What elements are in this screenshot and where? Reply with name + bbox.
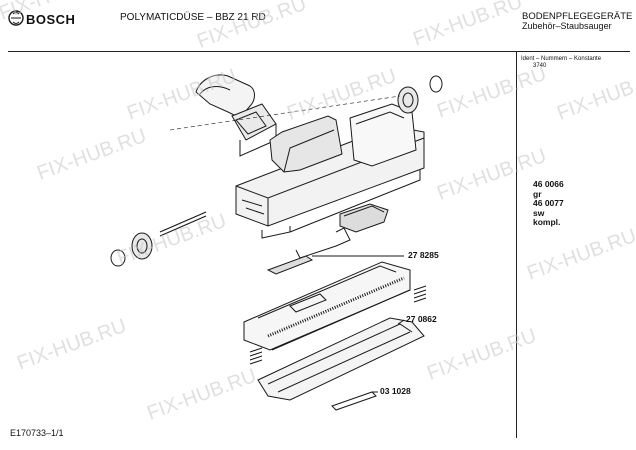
part-number-label: 03 1028 bbox=[380, 386, 411, 396]
sole-plate bbox=[243, 261, 411, 351]
watermark-text: FIX-HUB.RU bbox=[34, 125, 149, 185]
wheel-left bbox=[110, 232, 153, 267]
watermark-text: FIX-HUB.RU bbox=[144, 365, 259, 425]
watermark-text: FIX-HUB.RU bbox=[434, 63, 549, 123]
connector-tube bbox=[195, 74, 277, 157]
lever-part bbox=[266, 255, 394, 275]
wheel-right bbox=[397, 75, 443, 114]
ident-value: 3740 bbox=[533, 63, 547, 69]
watermark-text: FIX-HUB.RU bbox=[524, 225, 636, 285]
bosch-logo-icon bbox=[8, 10, 24, 26]
sidebar-entry: 46 0077 bbox=[533, 198, 564, 208]
ident-label: Ident – Nummern – Konstante bbox=[521, 56, 602, 62]
pedal-part bbox=[295, 203, 389, 259]
watermark-text: FIX-HUB.RU bbox=[14, 315, 129, 375]
strip-part bbox=[331, 391, 377, 411]
header-divider bbox=[8, 51, 630, 52]
category-line-1: BODENPFLEGEGERÄTE bbox=[522, 11, 633, 22]
part-number-label: 27 8285 bbox=[408, 250, 439, 260]
watermark-text: FIX-HUB.RU bbox=[434, 145, 549, 205]
model-title: POLYMATICDÜSE – BBZ 21 RD bbox=[120, 12, 266, 23]
sidebar-entry: sw bbox=[533, 207, 545, 218]
watermark-text: FIX-HUB.RU bbox=[554, 65, 636, 125]
sidebar-part-list: 46 0066 gr 46 0077 sw kompl. bbox=[533, 179, 564, 228]
watermark-text: FIX-HUB.RU bbox=[194, 0, 309, 53]
part-number-label: 27 0862 bbox=[406, 314, 437, 324]
bottom-plate bbox=[257, 317, 425, 401]
watermark-text: FIX-HUB.RU bbox=[114, 210, 229, 270]
axle-rod bbox=[159, 211, 207, 237]
sidebar-entry: 46 0066 bbox=[533, 179, 564, 189]
watermark-text: FIX-HUB.RU bbox=[410, 0, 525, 51]
brand-logo-text: BOSCH bbox=[26, 12, 76, 27]
nozzle-body bbox=[235, 103, 425, 239]
spring-parts bbox=[249, 285, 427, 365]
document-id: E170733–1/1 bbox=[10, 428, 64, 438]
sidebar-divider bbox=[516, 52, 517, 438]
watermark-text: FIX-HUB.RU bbox=[0, 0, 111, 25]
leader-lines bbox=[169, 95, 405, 393]
sidebar-entry: gr bbox=[533, 188, 542, 199]
watermark-text: FIX-HUB.RU bbox=[424, 325, 539, 385]
category-line-2: Zubehör–Staubsauger bbox=[522, 21, 612, 31]
sidebar-entry: kompl. bbox=[533, 217, 561, 227]
